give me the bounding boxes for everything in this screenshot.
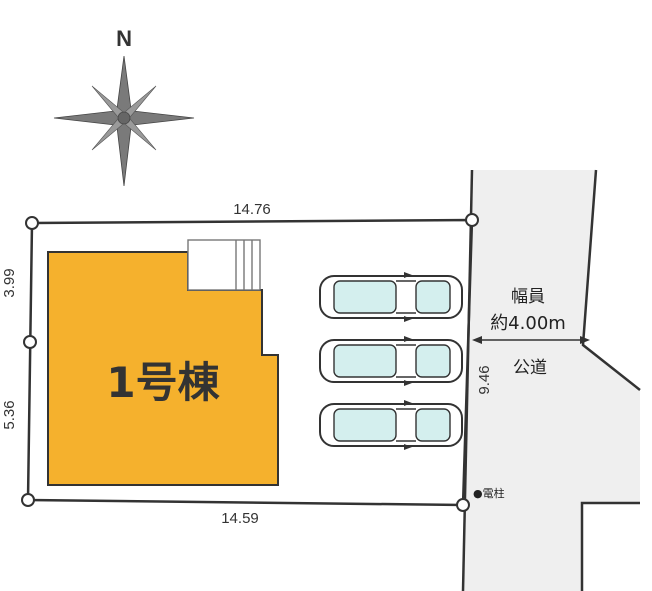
corner-marker <box>21 493 35 507</box>
building-label: 1号棟 <box>106 358 220 407</box>
dimension-bottom: 14.59 <box>221 510 259 527</box>
corner-marker <box>25 216 39 230</box>
dimension-left-upper: 3.99 <box>1 268 18 297</box>
parking-car-3 <box>319 400 463 450</box>
public-road <box>463 170 640 591</box>
arrowhead-left <box>472 336 482 344</box>
road-width-label: 幅員 <box>511 287 545 307</box>
building-porch <box>187 239 261 291</box>
corner-marker <box>465 213 479 227</box>
road-width-value: 約4.00m <box>490 313 566 334</box>
road-type-label: 公道 <box>513 358 547 378</box>
utility-pole-label: ●電柱 <box>473 486 505 500</box>
arrowhead-right <box>580 336 590 344</box>
dimension-left-lower: 5.36 <box>1 400 18 429</box>
corner-marker <box>456 498 470 512</box>
dimension-top: 14.76 <box>233 201 271 218</box>
road-edge-right-lower <box>580 501 640 591</box>
road-edge-right <box>581 169 641 391</box>
dimension-right: 9.46 <box>476 365 493 394</box>
parking-car-2 <box>319 336 463 386</box>
compass-rose: N <box>53 26 195 187</box>
corner-marker <box>23 335 37 349</box>
compass-north-label: N <box>116 26 132 51</box>
parking-car-1 <box>319 272 463 322</box>
